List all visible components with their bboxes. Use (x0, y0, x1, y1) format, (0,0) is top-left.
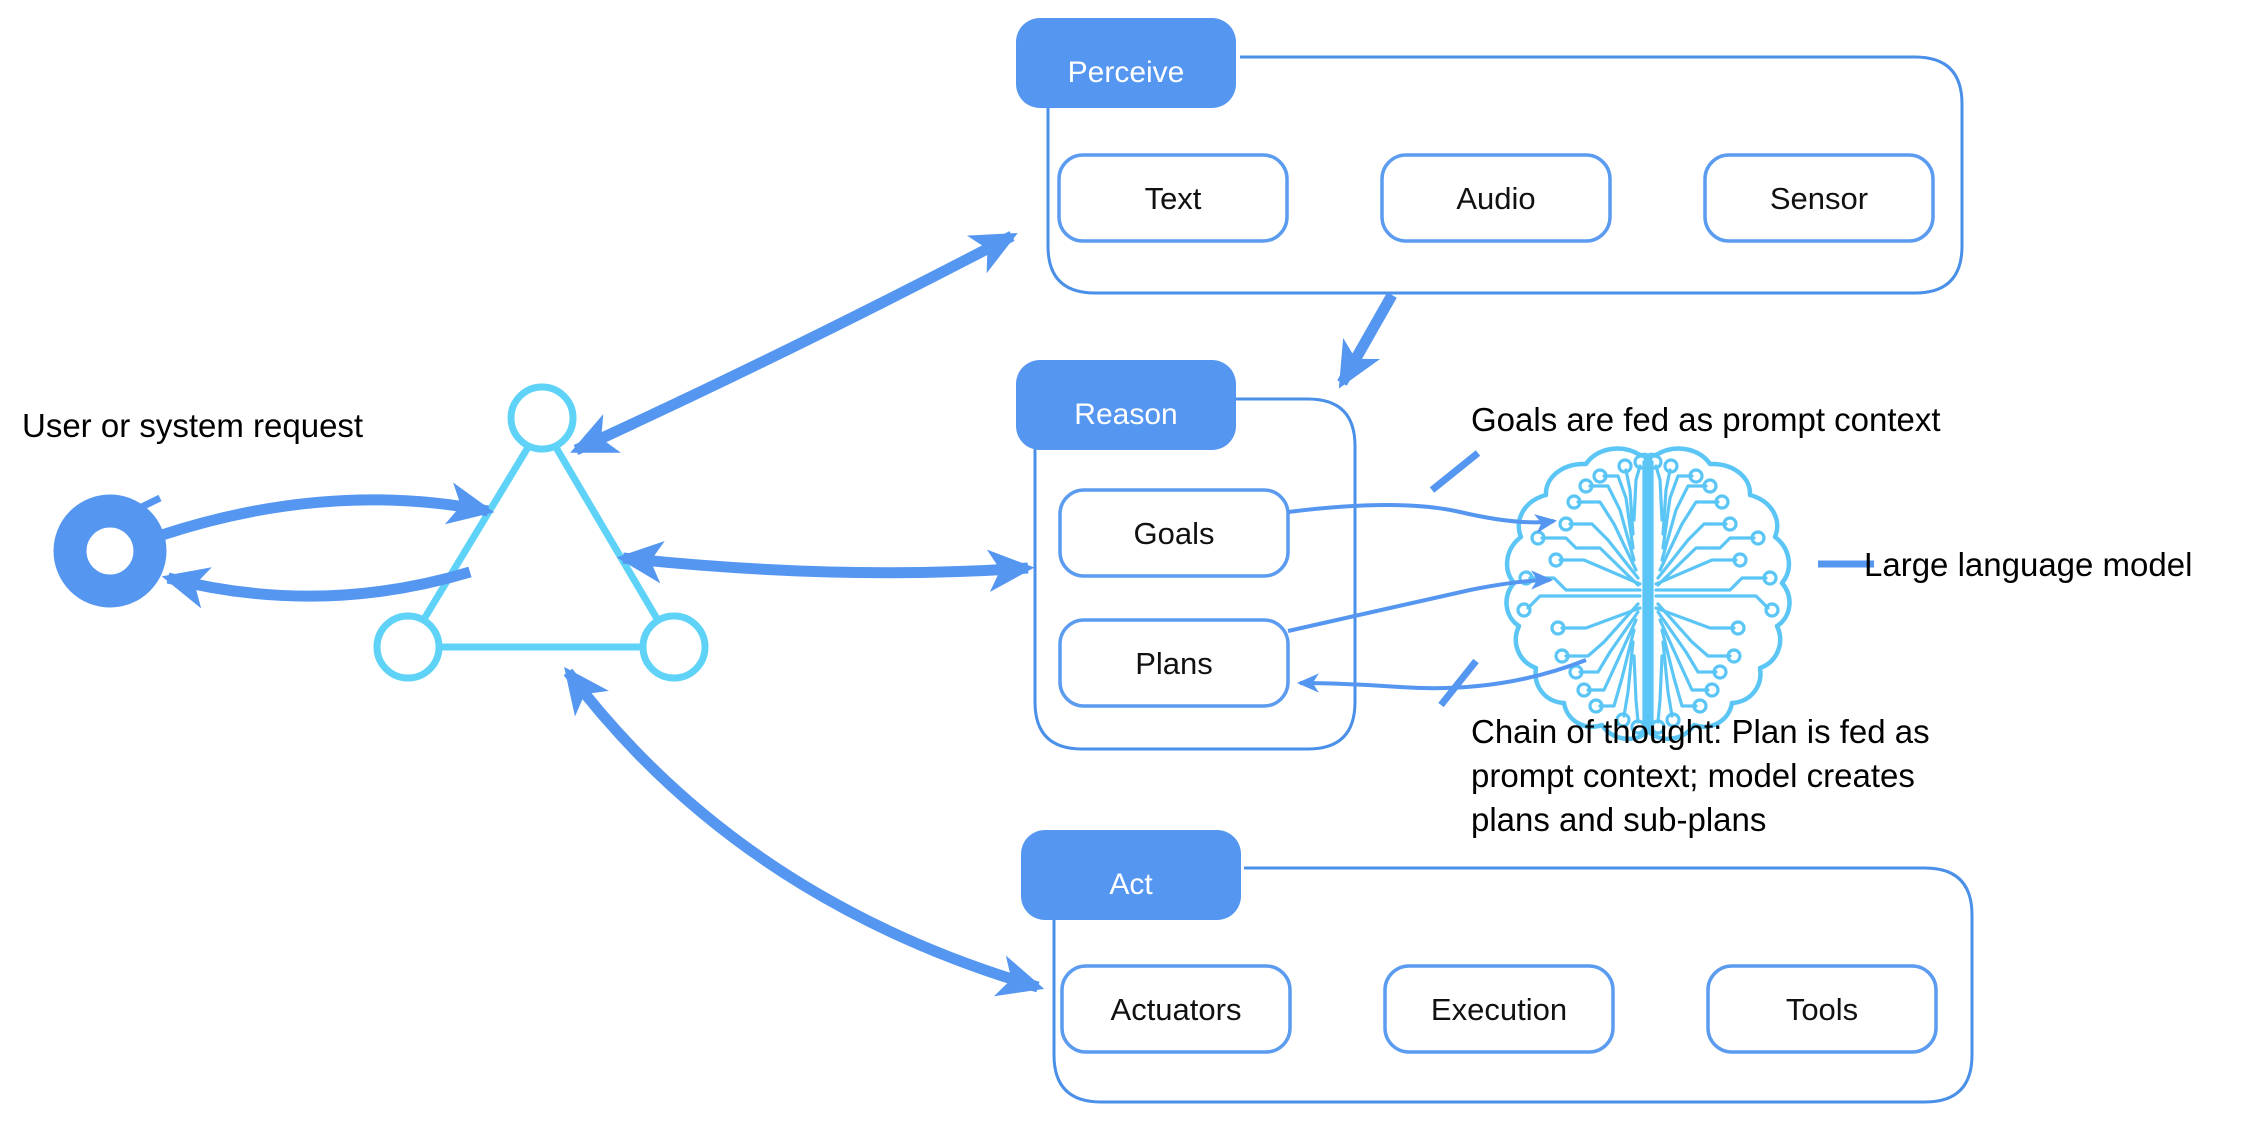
goals-annotation-text: Goals are fed as prompt context (1471, 401, 1941, 438)
arrow-agent-to-request (161, 566, 472, 609)
perceive-item-text[interactable] (1057, 153, 1289, 243)
donut-icon[interactable] (53, 494, 167, 608)
perceive-item-sensor[interactable] (1703, 153, 1935, 243)
act-tab[interactable] (1021, 830, 1241, 920)
act-item-tools[interactable] (1706, 964, 1938, 1054)
cot-annotation-leader (1438, 658, 1479, 708)
stage-act[interactable]: Act Actuators Execution Tools (1021, 830, 1974, 1104)
reason-item-plans-label: Plans (1135, 646, 1213, 681)
llm-legend-text: Large language model (1864, 546, 2192, 583)
act-tab-label: Act (1109, 868, 1153, 901)
arrow-goals-to-brain (1287, 503, 1558, 534)
act-item-actuators-label: Actuators (1111, 992, 1242, 1027)
reason-tab-label: Reason (1074, 398, 1177, 431)
triangle-bottom-right-node[interactable] (639, 612, 709, 682)
act-item-tools-label: Tools (1786, 992, 1858, 1027)
stage-reason[interactable]: Reason Goals Plans (1016, 360, 1357, 751)
reason-tab[interactable] (1016, 360, 1236, 450)
arrow-request-to-agent (160, 482, 495, 541)
perceive-item-audio-label: Audio (1456, 181, 1535, 216)
goals-annotation-leader (1429, 450, 1481, 493)
brain-circuit-icon[interactable] (1504, 446, 1792, 742)
triangle-left-edge (411, 440, 534, 638)
brain-right-traces (1647, 454, 1780, 735)
perceive-item-sensor-label: Sensor (1770, 181, 1868, 216)
triangle-right-edge (550, 440, 670, 638)
act-item-execution[interactable] (1383, 964, 1615, 1054)
brain-left-outline (1504, 446, 1649, 742)
perceive-item-text-label: Text (1145, 181, 1202, 216)
arrow-agent-reason (616, 541, 1035, 592)
brain-right-outline (1647, 446, 1792, 742)
cot-annotation-line-3: plans and sub-plans (1471, 801, 1766, 838)
agent-triangle[interactable] (373, 383, 709, 682)
act-item-execution-label: Execution (1431, 992, 1567, 1027)
stage-perceive[interactable]: Perceive Text Audio Sensor (1016, 18, 1964, 295)
triangle-bottom-left-node[interactable] (373, 612, 443, 682)
arrow-perceive-to-reason (1337, 292, 1397, 389)
reason-item-plans[interactable] (1058, 618, 1290, 708)
cot-annotation-line-2: prompt context; model creates (1471, 757, 1915, 794)
user-request-label: User or system request (22, 407, 363, 444)
arrow-agent-perceive (570, 231, 1018, 456)
arrow-plans-to-brain (1287, 570, 1554, 633)
user-request-group[interactable] (53, 494, 167, 608)
perceive-tab-label: Perceive (1068, 56, 1185, 89)
reason-item-goals-label: Goals (1134, 516, 1215, 551)
user-request-leader-line (115, 494, 162, 523)
reason-item-goals[interactable] (1058, 488, 1290, 578)
triangle-top-node[interactable] (507, 383, 577, 453)
perceive-tab[interactable] (1016, 18, 1236, 108)
cot-annotation-line-1: Chain of thought: Plan is fed as (1471, 713, 1930, 750)
arrow-brain-to-plans (1296, 658, 1587, 693)
act-item-actuators[interactable] (1060, 964, 1292, 1054)
perceive-item-audio[interactable] (1380, 153, 1612, 243)
arrow-agent-act (563, 666, 1045, 997)
